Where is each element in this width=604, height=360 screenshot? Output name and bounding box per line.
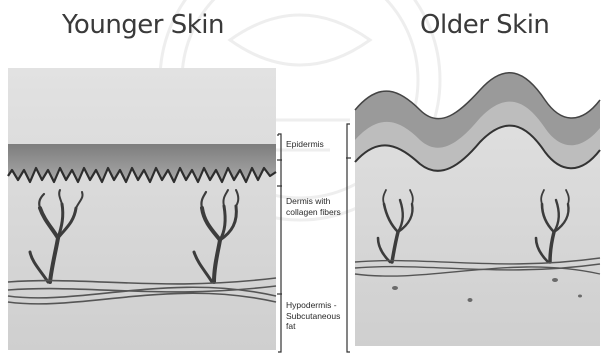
- layer-bracket: [277, 134, 282, 352]
- younger-skin-panel: [8, 68, 276, 350]
- older-skin-panel: [355, 73, 600, 346]
- dermis-label: Dermis with collagen fibers: [286, 196, 346, 217]
- hypodermis-label: Hypodermis - Subcutaneous fat: [286, 300, 350, 332]
- epidermis-label: Epidermis: [286, 139, 352, 150]
